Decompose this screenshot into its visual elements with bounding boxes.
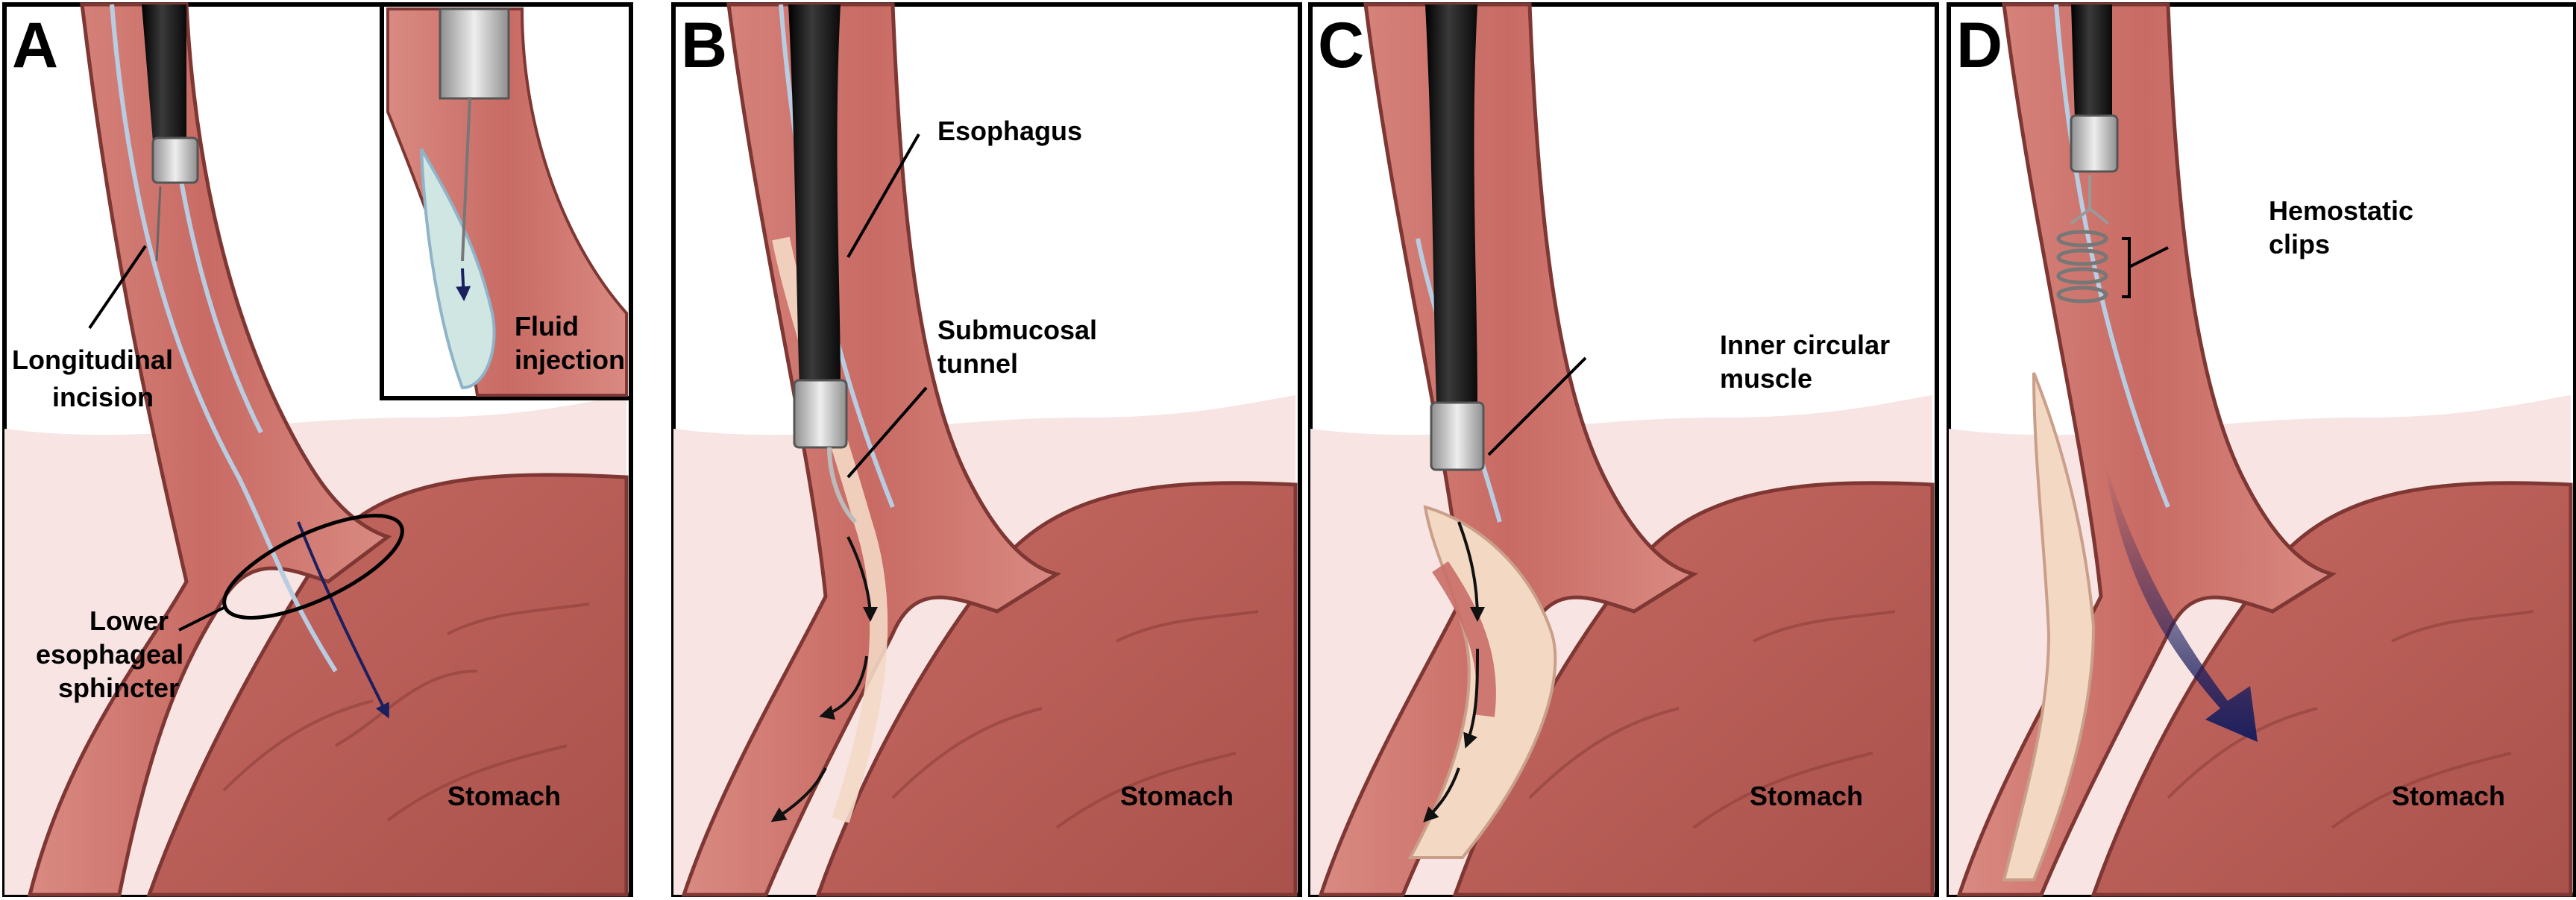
leader-esophagus bbox=[846, 133, 920, 258]
tunnel-remnant bbox=[2002, 372, 2096, 881]
hemostatic-clips bbox=[2056, 230, 2108, 303]
mucosa-outline bbox=[110, 4, 338, 673]
myotomy-arrow-3 bbox=[1423, 767, 1460, 822]
divided-muscle bbox=[1432, 561, 1496, 717]
label-stomach: Stomach bbox=[1120, 781, 1234, 811]
leader-clips bbox=[2122, 237, 2169, 298]
label-stomach: Stomach bbox=[2392, 781, 2505, 811]
panel-letter: D bbox=[1956, 10, 2002, 81]
esophagus bbox=[27, 2, 392, 897]
endoscope bbox=[1425, 4, 1477, 403]
dissection-arrow-1 bbox=[846, 536, 878, 622]
endoscope bbox=[142, 4, 186, 142]
stomach-folds bbox=[1528, 610, 1896, 829]
label-esophagus: Esophagus bbox=[937, 116, 1082, 146]
label-inner-circular-1: Inner circular bbox=[1720, 330, 1890, 360]
panel-letter: B bbox=[681, 10, 727, 81]
label-stomach: Stomach bbox=[1750, 781, 1863, 811]
endoscope-tip bbox=[1430, 401, 1485, 471]
label-longitudinal-2: incision bbox=[52, 382, 154, 412]
dissection-arrow-2 bbox=[819, 655, 868, 720]
label-longitudinal-1: Longitudinal bbox=[12, 344, 173, 375]
stomach-folds bbox=[2167, 610, 2534, 829]
myotomy-arrow-1 bbox=[1457, 521, 1485, 622]
fluid-bleb bbox=[420, 148, 496, 390]
panel-c: C Inner circular muscle Stomach bbox=[1308, 2, 1939, 897]
sphincter-ring bbox=[222, 514, 404, 620]
endoscope-tip bbox=[793, 379, 848, 449]
inset-esophagus bbox=[386, 7, 628, 397]
endoscope bbox=[788, 4, 841, 388]
label-inner-circular-2: muscle bbox=[1720, 363, 1812, 394]
injection-arrow bbox=[456, 268, 471, 301]
label-les-3: sphincter bbox=[58, 673, 179, 703]
label-les-2: esophageal bbox=[36, 639, 183, 670]
pathway-arrow bbox=[297, 521, 389, 719]
flow-arrow bbox=[2105, 462, 2258, 742]
panel-d: D Hemostatic clips Stomach bbox=[1947, 2, 2576, 897]
panel-letter: A bbox=[12, 10, 58, 81]
endoscope-tip bbox=[2070, 114, 2119, 173]
leader-sphincter bbox=[178, 606, 224, 632]
leader-inner-circular bbox=[1487, 356, 1587, 456]
label-tunnel-1: Submucosal bbox=[937, 315, 1097, 345]
inset-label-line-2: injection bbox=[515, 344, 625, 375]
leader-tunnel bbox=[846, 386, 928, 479]
stomach bbox=[1452, 481, 1935, 897]
panel-letter: C bbox=[1318, 10, 1364, 81]
endoscope bbox=[2071, 4, 2112, 119]
stomach bbox=[146, 473, 629, 897]
inset-label-line-1: Fluid bbox=[515, 311, 579, 342]
endoscope-tip bbox=[151, 136, 199, 184]
stomach-folds bbox=[891, 610, 1259, 829]
stomach bbox=[815, 481, 1298, 897]
label-les-1: Lower bbox=[89, 605, 169, 636]
inset-needle bbox=[461, 96, 471, 262]
label-clips-1: Hemostatic bbox=[2269, 195, 2413, 226]
panel-b: B Esophagus Submucosal tunnel Stomach bbox=[671, 2, 1302, 897]
transparent-cap bbox=[827, 447, 858, 524]
leader-incision bbox=[88, 245, 147, 330]
panel-a: Fluid injection A Longitudinal incision … bbox=[2, 2, 633, 897]
fluid-injection-inset: Fluid injection bbox=[380, 2, 633, 400]
clip-applicator bbox=[2070, 175, 2110, 225]
label-clips-2: clips bbox=[2269, 229, 2330, 259]
inset-scope-tip bbox=[439, 7, 510, 100]
myotomy-arrow-2 bbox=[1463, 648, 1479, 749]
label-tunnel-2: tunnel bbox=[937, 348, 1018, 379]
dissection-arrow-3 bbox=[770, 767, 827, 822]
needle bbox=[155, 186, 162, 262]
label-stomach: Stomach bbox=[447, 781, 561, 811]
stomach-folds bbox=[222, 602, 590, 822]
